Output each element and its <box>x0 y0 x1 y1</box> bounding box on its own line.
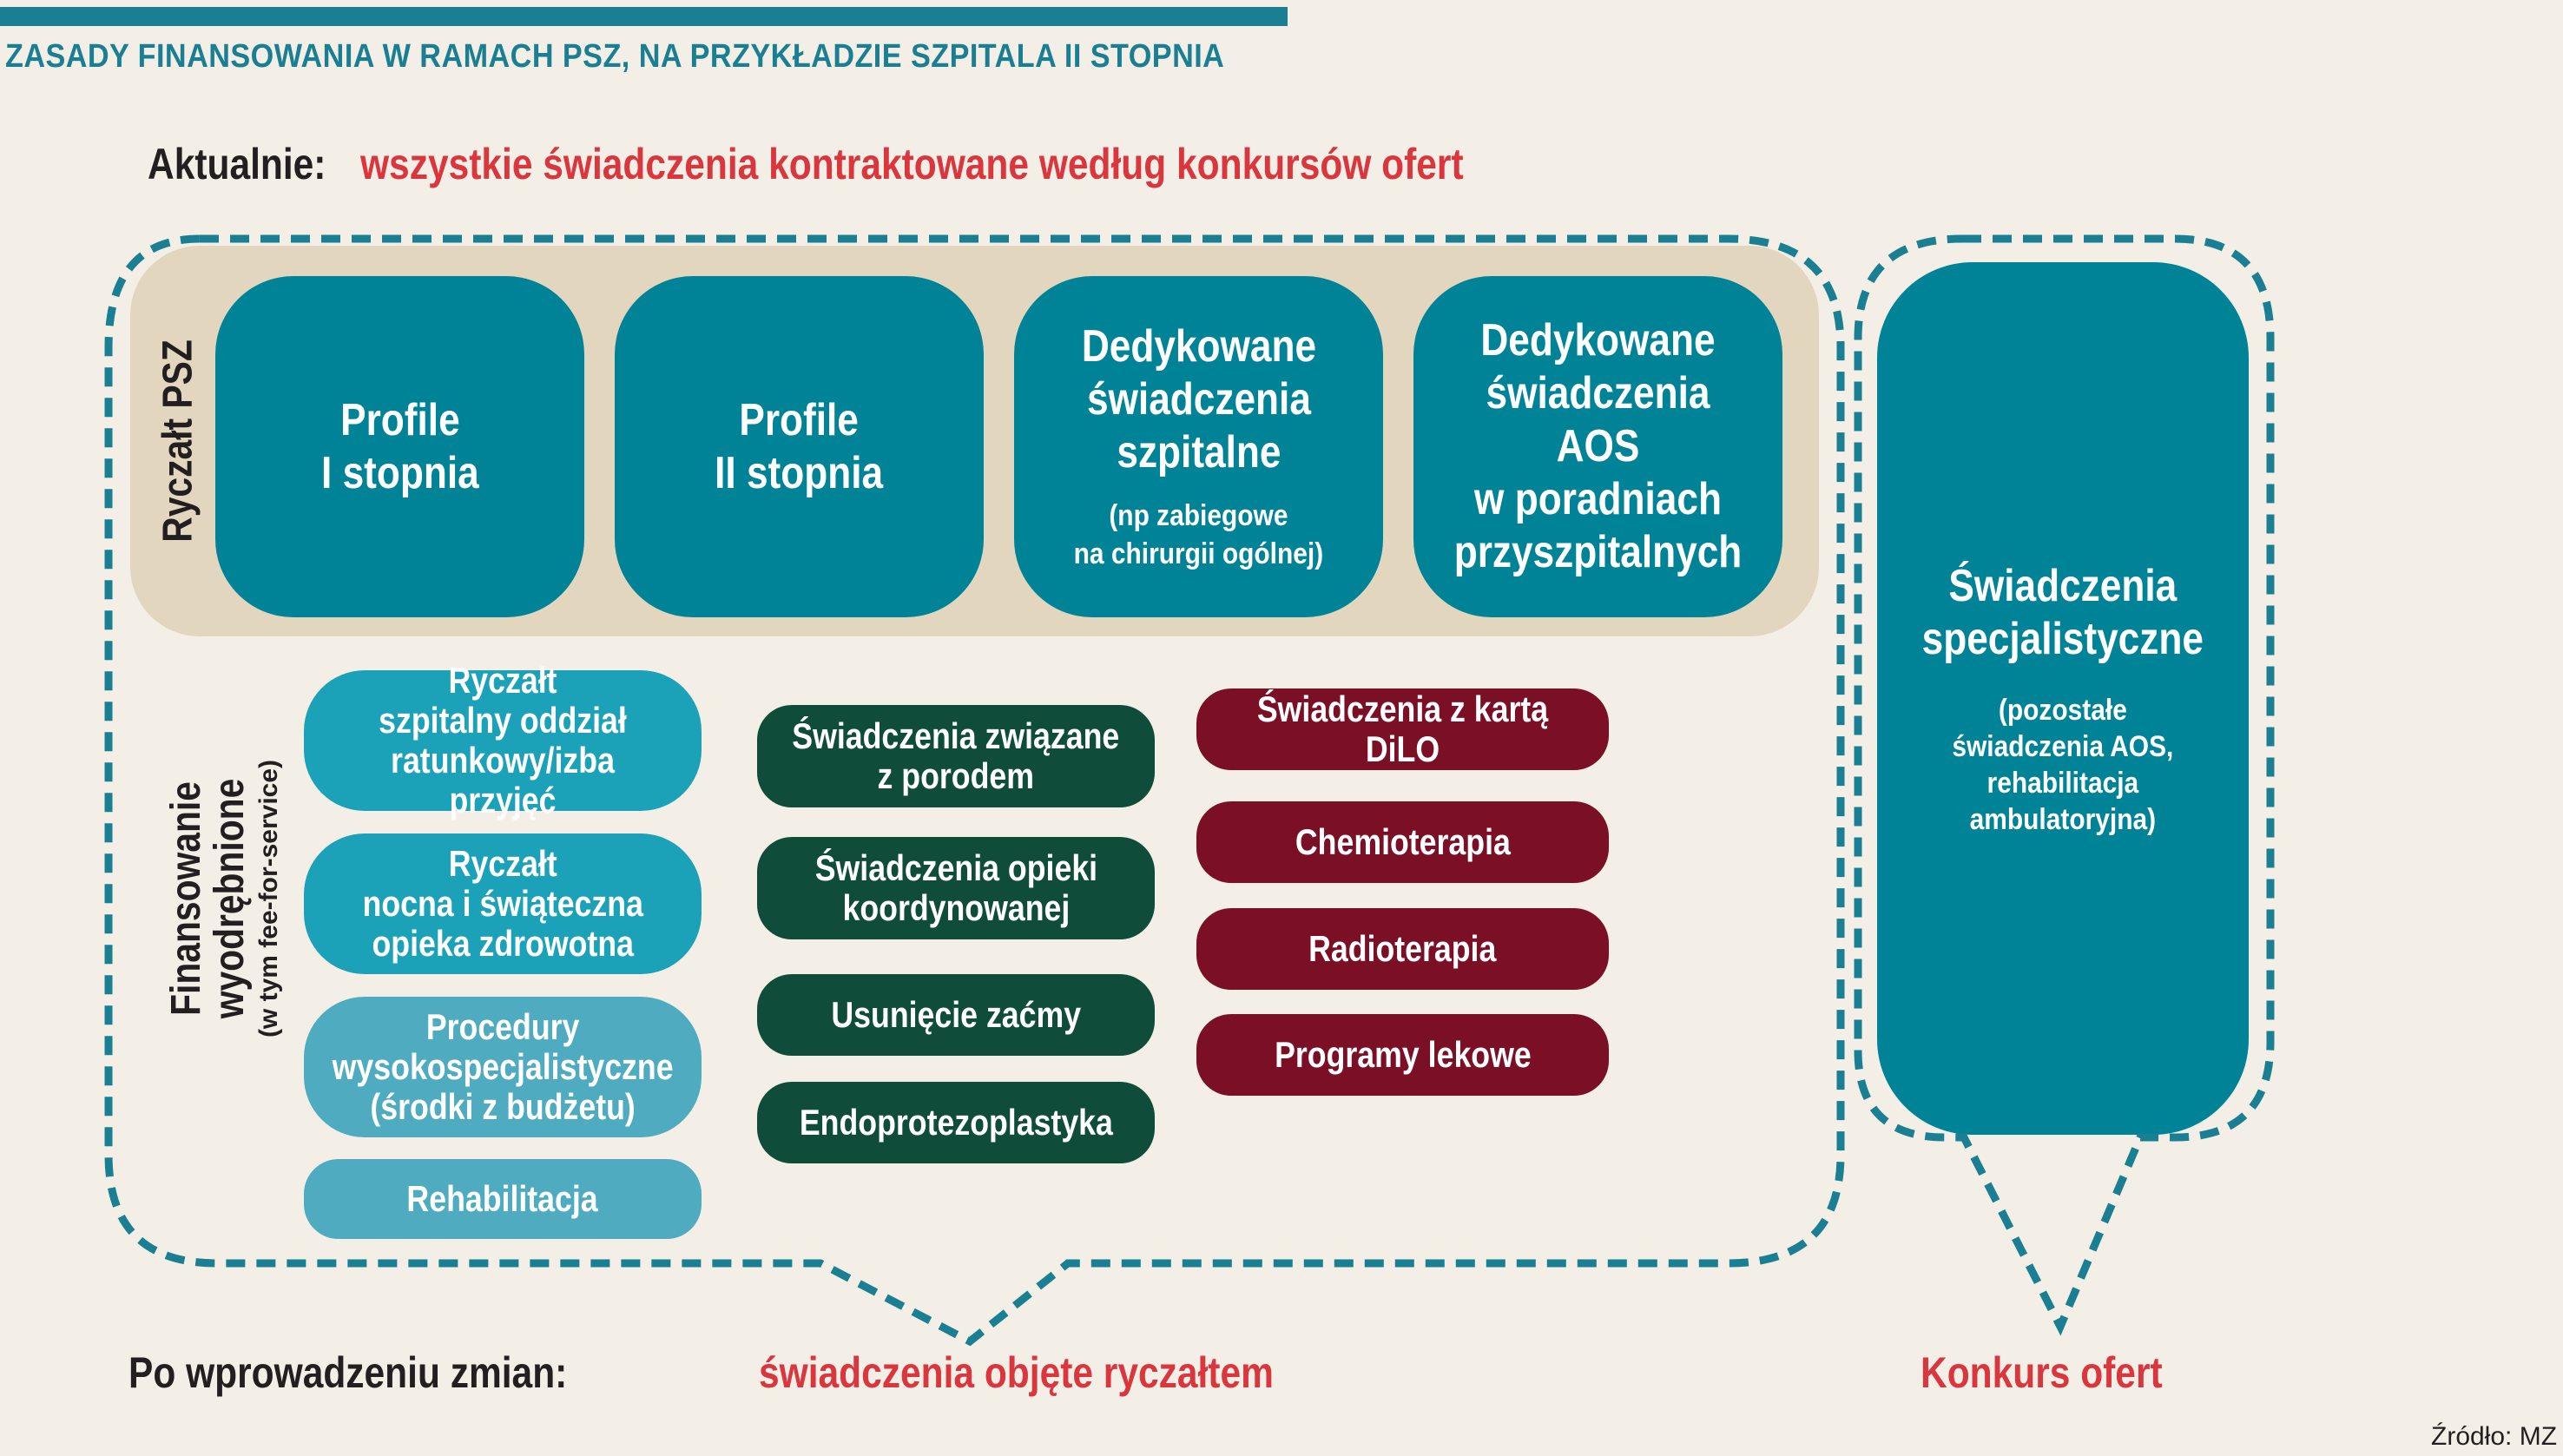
separate-financing-label: Finansowanie wyodrębnione (w tym fee-for… <box>163 757 287 1039</box>
source-note: Źródło: MZ <box>2431 1422 2558 1451</box>
item-chemotherapy-text: Chemioterapia <box>1295 821 1511 862</box>
item-specialist-procedures: Procedury wysokospecjalistyczne (środki … <box>304 997 702 1137</box>
item-radiotherapy: Radioterapia <box>1196 908 1609 990</box>
item-cataract: Usunięcie zaćmy <box>757 974 1155 1056</box>
item-childbirth-text: Świadczenia związane z porodem <box>792 715 1120 796</box>
page-title: ZASADY FINANSOWANIA W RAMACH PSZ, NA PRZ… <box>5 38 1225 75</box>
box-dedicated-hospital: Dedykowane świadczenia szpitalne (np zab… <box>1014 276 1383 617</box>
item-rehabilitation: Rehabilitacja <box>304 1159 702 1239</box>
separate-financing-subtitle: (w tym fee-for-service) <box>254 759 283 1038</box>
item-radiotherapy-text: Radioterapia <box>1308 928 1497 969</box>
item-endoprosthesis-text: Endoprotezoplastyka <box>799 1102 1113 1143</box>
box-dedicated-aos-title: Dedykowane świadczenia AOS w poradniach … <box>1453 315 1743 577</box>
item-dilo-card: Świadczenia z kartą DiLO <box>1196 688 1609 770</box>
item-chemotherapy: Chemioterapia <box>1196 801 1609 883</box>
item-er-lump-sum-text: Ryczałt szpitalny oddział ratunkowy/izba… <box>379 660 627 820</box>
psz-lump-sum-label: Ryczałt PSZ <box>155 339 201 543</box>
after-lump-sum-text: świadczenia objęte ryczałtem <box>759 1348 1274 1397</box>
box-dedicated-hospital-title: Dedykowane świadczenia szpitalne <box>1081 321 1316 478</box>
item-cataract-text: Usunięcie zaćmy <box>831 994 1081 1035</box>
header-accent-bar <box>0 7 1288 26</box>
item-coordinated-care-text: Świadczenia opieki koordynowanej <box>814 847 1097 928</box>
item-endoprosthesis: Endoprotezoplastyka <box>757 1082 1155 1163</box>
box-profile-level-1: Profile I stopnia <box>215 276 584 617</box>
item-rehabilitation-text: Rehabilitacja <box>406 1178 599 1219</box>
box-profile-level-2-title: Profile II stopnia <box>715 394 884 498</box>
box-specialist-services-title: Świadczenia specjalistyczne <box>1921 560 2204 664</box>
item-er-lump-sum: Ryczałt szpitalny oddział ratunkowy/izba… <box>304 661 702 820</box>
box-specialist-services-subtitle: (pozostałe świadczenia AOS, rehabilitacj… <box>1952 693 2174 836</box>
box-dedicated-hospital-subtitle: (np zabiegowe na chirurgii ogólnej) <box>1073 499 1324 570</box>
box-profile-level-2: Profile II stopnia <box>615 276 984 617</box>
item-coordinated-care: Świadczenia opieki koordynowanej <box>757 837 1155 939</box>
after-changes-label: Po wprowadzeniu zmian: <box>128 1348 568 1397</box>
item-night-care-lump-sum-text: Ryczałt nocna i świąteczna opieka zdrowo… <box>362 843 643 964</box>
item-drug-programs-text: Programy lekowe <box>1274 1034 1532 1075</box>
item-night-care-lump-sum: Ryczałt nocna i świąteczna opieka zdrowo… <box>304 833 702 974</box>
item-childbirth: Świadczenia związane z porodem <box>757 705 1155 807</box>
item-dilo-card-text: Świadczenia z kartą DiLO <box>1256 688 1549 769</box>
item-specialist-procedures-text: Procedury wysokospecjalistyczne (środki … <box>332 1006 674 1127</box>
item-drug-programs: Programy lekowe <box>1196 1014 1609 1096</box>
box-profile-level-1-title: Profile I stopnia <box>320 394 479 498</box>
separate-financing-title: Finansowanie wyodrębnione <box>163 778 253 1019</box>
after-tender-text: Konkurs ofert <box>1921 1348 2163 1397</box>
current-label: Aktualnie: <box>148 140 326 188</box>
box-specialist-services: Świadczenia specjalistyczne (pozostałe ś… <box>1877 262 2249 1135</box>
box-dedicated-aos: Dedykowane świadczenia AOS w poradniach … <box>1413 276 1782 617</box>
current-text: wszystkie świadczenia kontraktowane wedł… <box>360 140 1464 188</box>
